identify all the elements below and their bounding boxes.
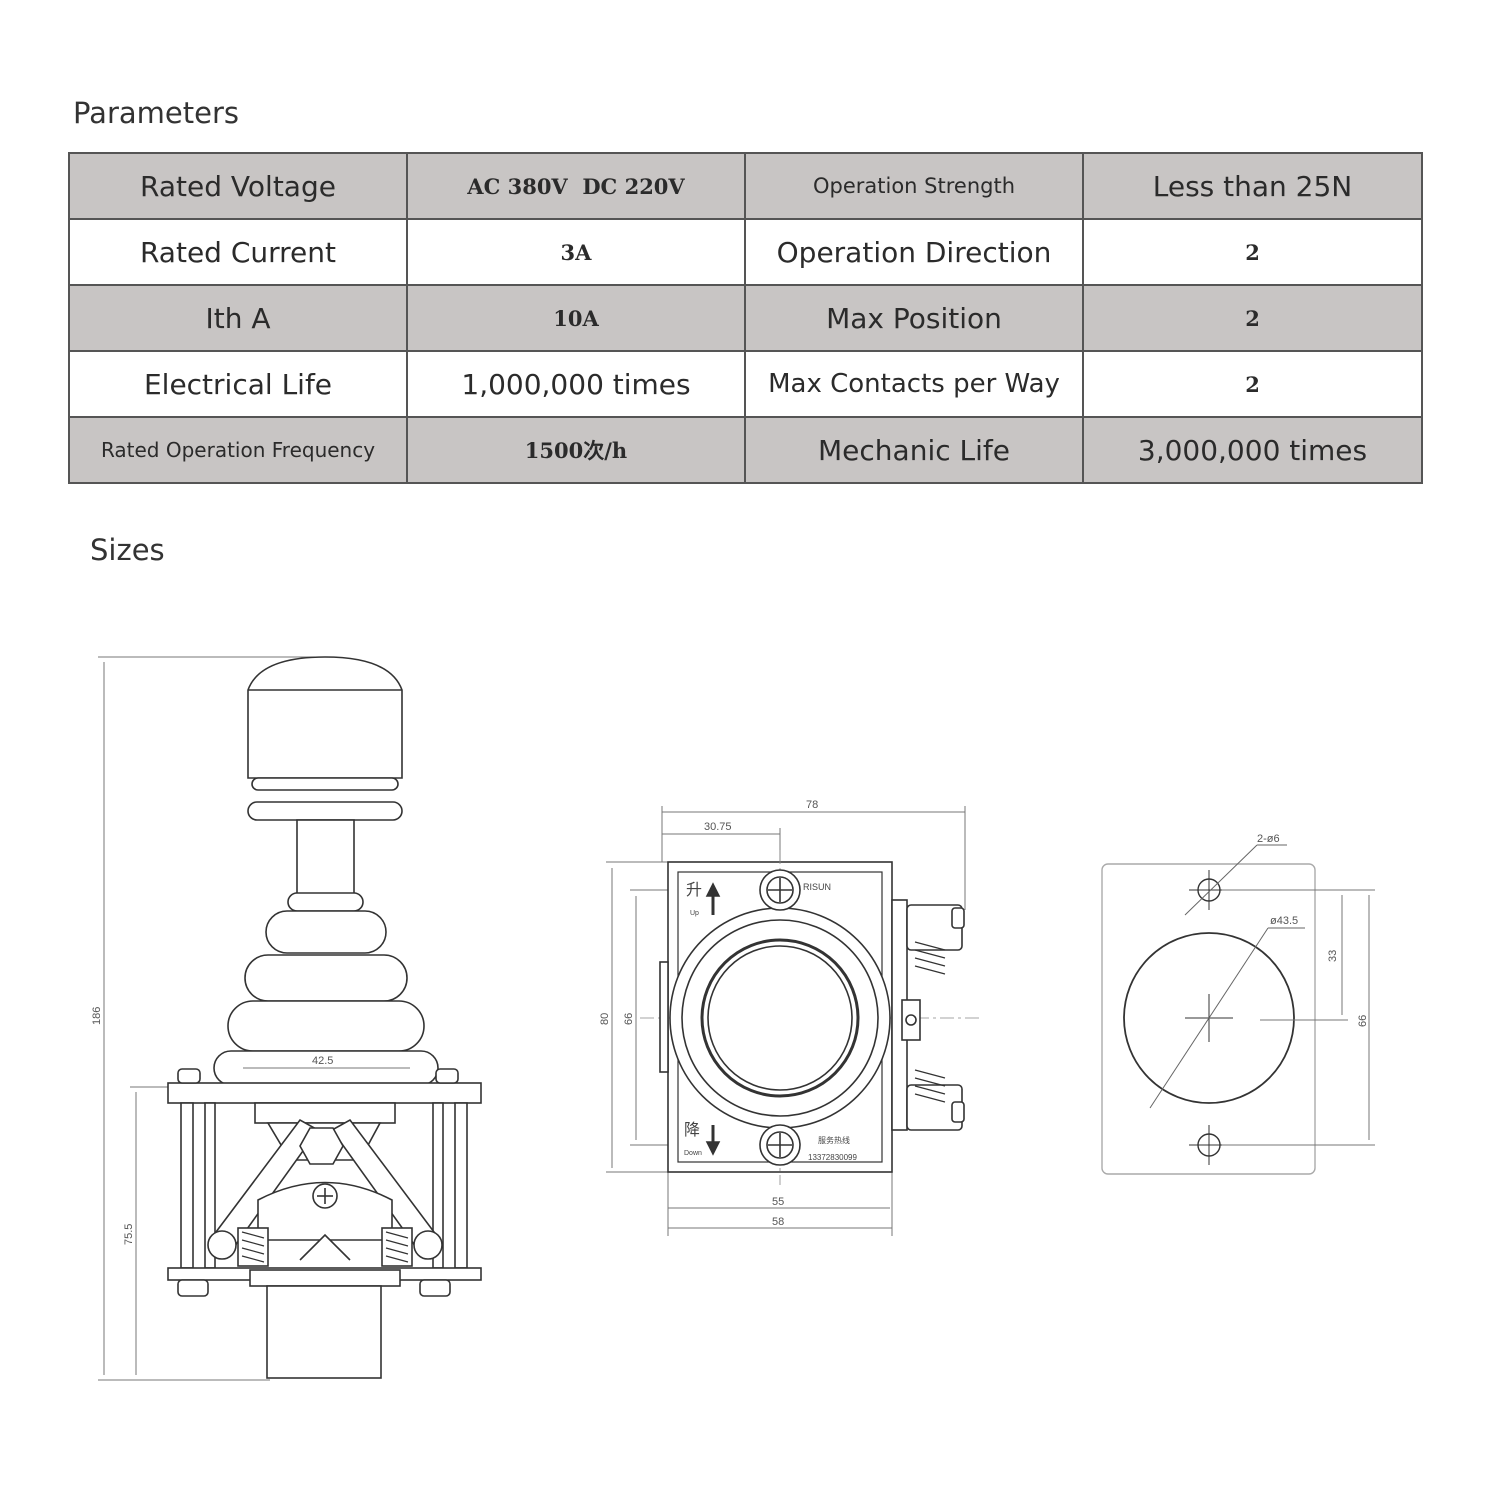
parameters-table: Rated Voltage AC 380V DC 220V Operation …: [68, 152, 1423, 484]
front-view-drawing: [606, 806, 980, 1236]
param-label: Max Position: [744, 284, 1084, 352]
param-value: 10A: [406, 284, 746, 352]
table-row: Rated Voltage AC 380V DC 220V Operation …: [68, 152, 1423, 220]
dim-base-height: 75.5: [123, 1224, 135, 1245]
table-row: Rated Operation Frequency 1500次/h Mechan…: [68, 416, 1423, 484]
param-value: 1,000,000 times: [406, 350, 746, 418]
param-label: Operation Strength: [744, 152, 1084, 220]
marking-up: 升: [686, 881, 702, 899]
param-value: 3,000,000 times: [1082, 416, 1423, 484]
dim-circle: ø43.5: [1270, 915, 1298, 927]
table-row: Electrical Life 1,000,000 times Max Cont…: [68, 350, 1423, 418]
marking-down: 降: [684, 1121, 700, 1139]
phone-label: 13372830099: [808, 1153, 857, 1162]
param-label: Rated Operation Frequency: [68, 416, 408, 484]
dim-height-inner: 66: [623, 1013, 635, 1025]
param-label: Electrical Life: [68, 350, 408, 418]
table-row: Rated Current 3A Operation Direction 2: [68, 218, 1423, 286]
param-label: Rated Voltage: [68, 152, 408, 220]
sizes-title: Sizes: [90, 533, 165, 567]
marking-down-en: Down: [684, 1150, 702, 1157]
param-value: Less than 25N: [1082, 152, 1423, 220]
table-row: Ith A 10A Max Position 2: [68, 284, 1423, 352]
param-label: Ith A: [68, 284, 408, 352]
dim-width-outer: 58: [772, 1216, 784, 1228]
param-value: 2: [1082, 284, 1423, 352]
cutout-view-drawing: [1101, 844, 1375, 1175]
dim-height-outer: 80: [599, 1013, 611, 1025]
param-label: Operation Direction: [744, 218, 1084, 286]
param-label: Mechanic Life: [744, 416, 1084, 484]
dim-offset: 30.75: [704, 821, 732, 833]
marking-up-en: Up: [690, 910, 699, 917]
dim-holes: 2-ø6: [1257, 833, 1280, 845]
parameters-title: Parameters: [73, 96, 239, 130]
param-label: Max Contacts per Way: [744, 350, 1084, 418]
param-value: 2: [1082, 350, 1423, 418]
dim-total-height: 186: [91, 1007, 103, 1025]
dim-pitch: 66: [1357, 1015, 1369, 1027]
side-view-drawing: [98, 656, 482, 1381]
param-value: AC 380V DC 220V: [406, 152, 746, 220]
param-value: 3A: [406, 218, 746, 286]
dim-width-inner: 55: [772, 1196, 784, 1208]
dim-half-pitch: 33: [1327, 950, 1339, 962]
param-value: 1500次/h: [406, 416, 746, 484]
param-label: Rated Current: [68, 218, 408, 286]
dim-width-top: 78: [806, 799, 818, 811]
brand-label: RISUN: [803, 882, 831, 892]
param-value: 2: [1082, 218, 1423, 286]
service-label: 服务热线: [818, 1135, 850, 1145]
dim-boot-width: 42.5: [312, 1055, 333, 1067]
technical-drawings: 186 75.5 42.5: [91, 656, 1375, 1381]
